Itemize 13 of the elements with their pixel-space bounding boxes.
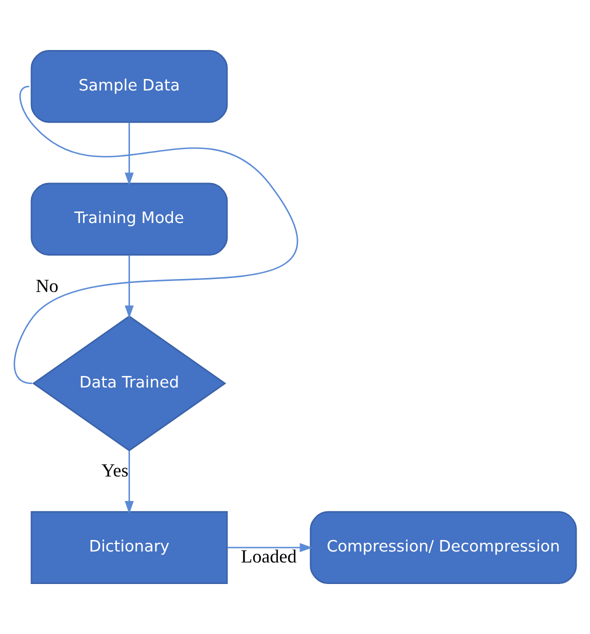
node-diamond: Data Trained [32,315,226,452]
node-box: Dictionary [30,511,228,584]
node-box: Training Mode [30,182,228,256]
arrow [124,450,134,514]
connector [14,86,298,384]
arrow [227,543,313,552]
edge-label: Yes [101,460,128,482]
node-box: Compression/ Decompression [310,511,577,584]
edge-label: Loaded [241,546,297,568]
edge-label: No [36,276,58,298]
arrow [124,255,134,318]
node-box: Sample Data [30,50,228,123]
arrow [124,122,134,186]
